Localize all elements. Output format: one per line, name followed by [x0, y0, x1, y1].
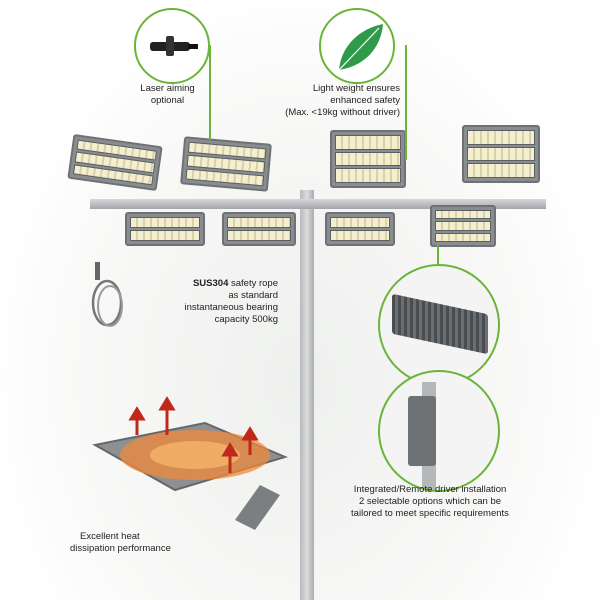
caption-line: SUS304 safety rope	[140, 278, 278, 290]
caption-line: Integrated/Remote driver installation	[353, 484, 507, 495]
driver-caption: Integrated/Remote driver installation 2 …	[320, 484, 540, 520]
heat-dissipation-image	[92, 396, 288, 530]
caption-line: capacity 500kg	[214, 314, 278, 325]
pole	[300, 190, 314, 600]
flood-light-fixture	[67, 133, 163, 192]
connector-line	[209, 45, 211, 140]
laser-sight-icon	[150, 36, 198, 56]
caption-line: optional	[150, 95, 185, 106]
weight-caption: Light weight ensures enhanced safety (Ma…	[270, 83, 400, 119]
flood-light-fixture	[325, 212, 395, 246]
flood-light-fixture	[180, 136, 272, 192]
flood-light-fixture	[222, 212, 296, 246]
caption-line: dissipation performance	[70, 543, 171, 554]
caption-line: instantaneous bearing	[184, 302, 279, 313]
caption-text: safety rope	[228, 278, 278, 289]
caption-line: enhanced safety	[330, 95, 400, 106]
caption-line: (Max. <19kg without driver)	[285, 107, 400, 118]
safety-rope-image	[91, 262, 123, 327]
laser-sight-image	[134, 8, 210, 84]
crossbar	[90, 199, 546, 209]
flood-light-fixture	[462, 125, 540, 183]
caption-line: as standard	[228, 290, 278, 301]
heat-caption: Excellent heat dissipation performance	[70, 531, 200, 555]
caption-line: 2 selectable options which can be	[358, 496, 502, 507]
leaf-image	[319, 8, 395, 84]
leaf-icon	[338, 24, 383, 71]
heat-arrow-icon	[128, 396, 259, 473]
flood-light-fixture	[430, 205, 496, 247]
rope-caption: SUS304 safety rope as standard instantan…	[140, 278, 279, 326]
caption-line: Excellent heat	[80, 531, 140, 542]
flood-light-fixture	[125, 212, 205, 246]
caption-line: Light weight ensures	[312, 83, 400, 94]
remote-driver-image	[378, 370, 500, 492]
laser-caption: Laser aiming optional	[120, 83, 215, 107]
caption-line: Laser aiming	[140, 83, 195, 94]
connector-line	[405, 45, 407, 160]
integrated-driver-image	[378, 264, 500, 386]
caption-line: tailored to meet specific requirements	[351, 508, 509, 519]
rope-grade: SUS304	[192, 278, 229, 289]
flood-light-fixture	[330, 130, 406, 188]
